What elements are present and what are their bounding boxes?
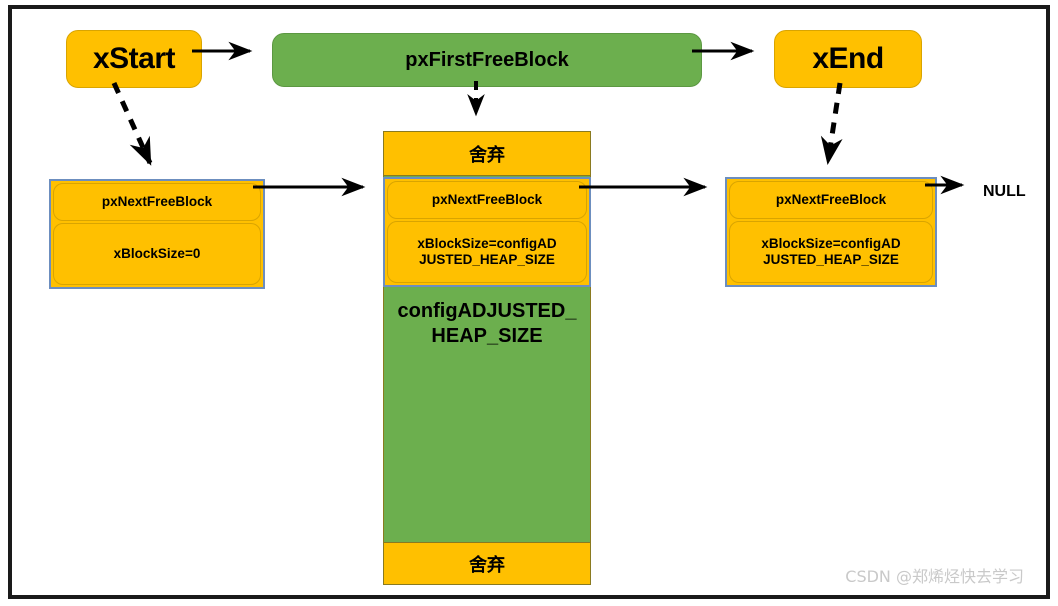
diagram-frame: xStart pxFirstFreeBlock xEnd pxNextFreeB… bbox=[8, 5, 1050, 599]
watermark: CSDN @郑烯烃快去学习 bbox=[845, 567, 1024, 586]
heap-body: configADJUSTED_ HEAP_SIZE bbox=[384, 176, 590, 542]
field-heap-pxnextfreeblock[interactable]: pxNextFreeBlock bbox=[387, 181, 587, 219]
struct-heap-first-block[interactable]: pxNextFreeBlock xBlockSize=configAD JUST… bbox=[383, 177, 591, 287]
node-xend[interactable]: xEnd bbox=[774, 30, 922, 88]
field-end-xblocksize[interactable]: xBlockSize=configAD JUSTED_HEAP_SIZE bbox=[729, 221, 933, 283]
node-xstart[interactable]: xStart bbox=[66, 30, 202, 88]
field-start-pxnextfreeblock[interactable]: pxNextFreeBlock bbox=[53, 183, 261, 221]
null-label: NULL bbox=[983, 183, 1026, 200]
heap-body-label: configADJUSTED_ HEAP_SIZE bbox=[397, 300, 577, 347]
node-pxfirstfreeblock[interactable]: pxFirstFreeBlock bbox=[272, 33, 702, 87]
struct-start-block[interactable]: pxNextFreeBlock xBlockSize=0 bbox=[49, 179, 265, 289]
field-heap-xblocksize[interactable]: xBlockSize=configAD JUSTED_HEAP_SIZE bbox=[387, 221, 587, 283]
heap-bottom-discard-band: 舍弃 bbox=[384, 542, 590, 584]
field-end-pxnextfreeblock[interactable]: pxNextFreeBlock bbox=[729, 181, 933, 219]
struct-end-block[interactable]: pxNextFreeBlock xBlockSize=configAD JUST… bbox=[725, 177, 937, 287]
field-start-xblocksize[interactable]: xBlockSize=0 bbox=[53, 223, 261, 285]
heap-top-discard-band: 舍弃 bbox=[384, 132, 590, 176]
